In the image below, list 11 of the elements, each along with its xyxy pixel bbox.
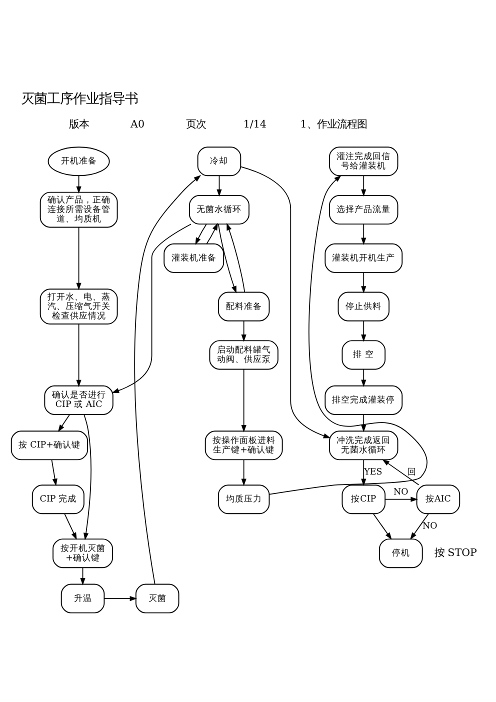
label: 1、作业流程图 (300, 118, 367, 131)
edge-label: NO (394, 487, 408, 498)
label: 版本 (68, 118, 89, 131)
label: 1/14 (243, 118, 267, 131)
label: 页次 (186, 118, 206, 131)
edge-label: YES (364, 468, 382, 478)
edge-label: 回 (408, 468, 417, 478)
label: 按 STOP (434, 547, 477, 560)
edge-label: NO (422, 522, 438, 532)
label: A0 (130, 118, 145, 131)
diagram-title: 灭菌工序作业指导书 (21, 91, 138, 108)
